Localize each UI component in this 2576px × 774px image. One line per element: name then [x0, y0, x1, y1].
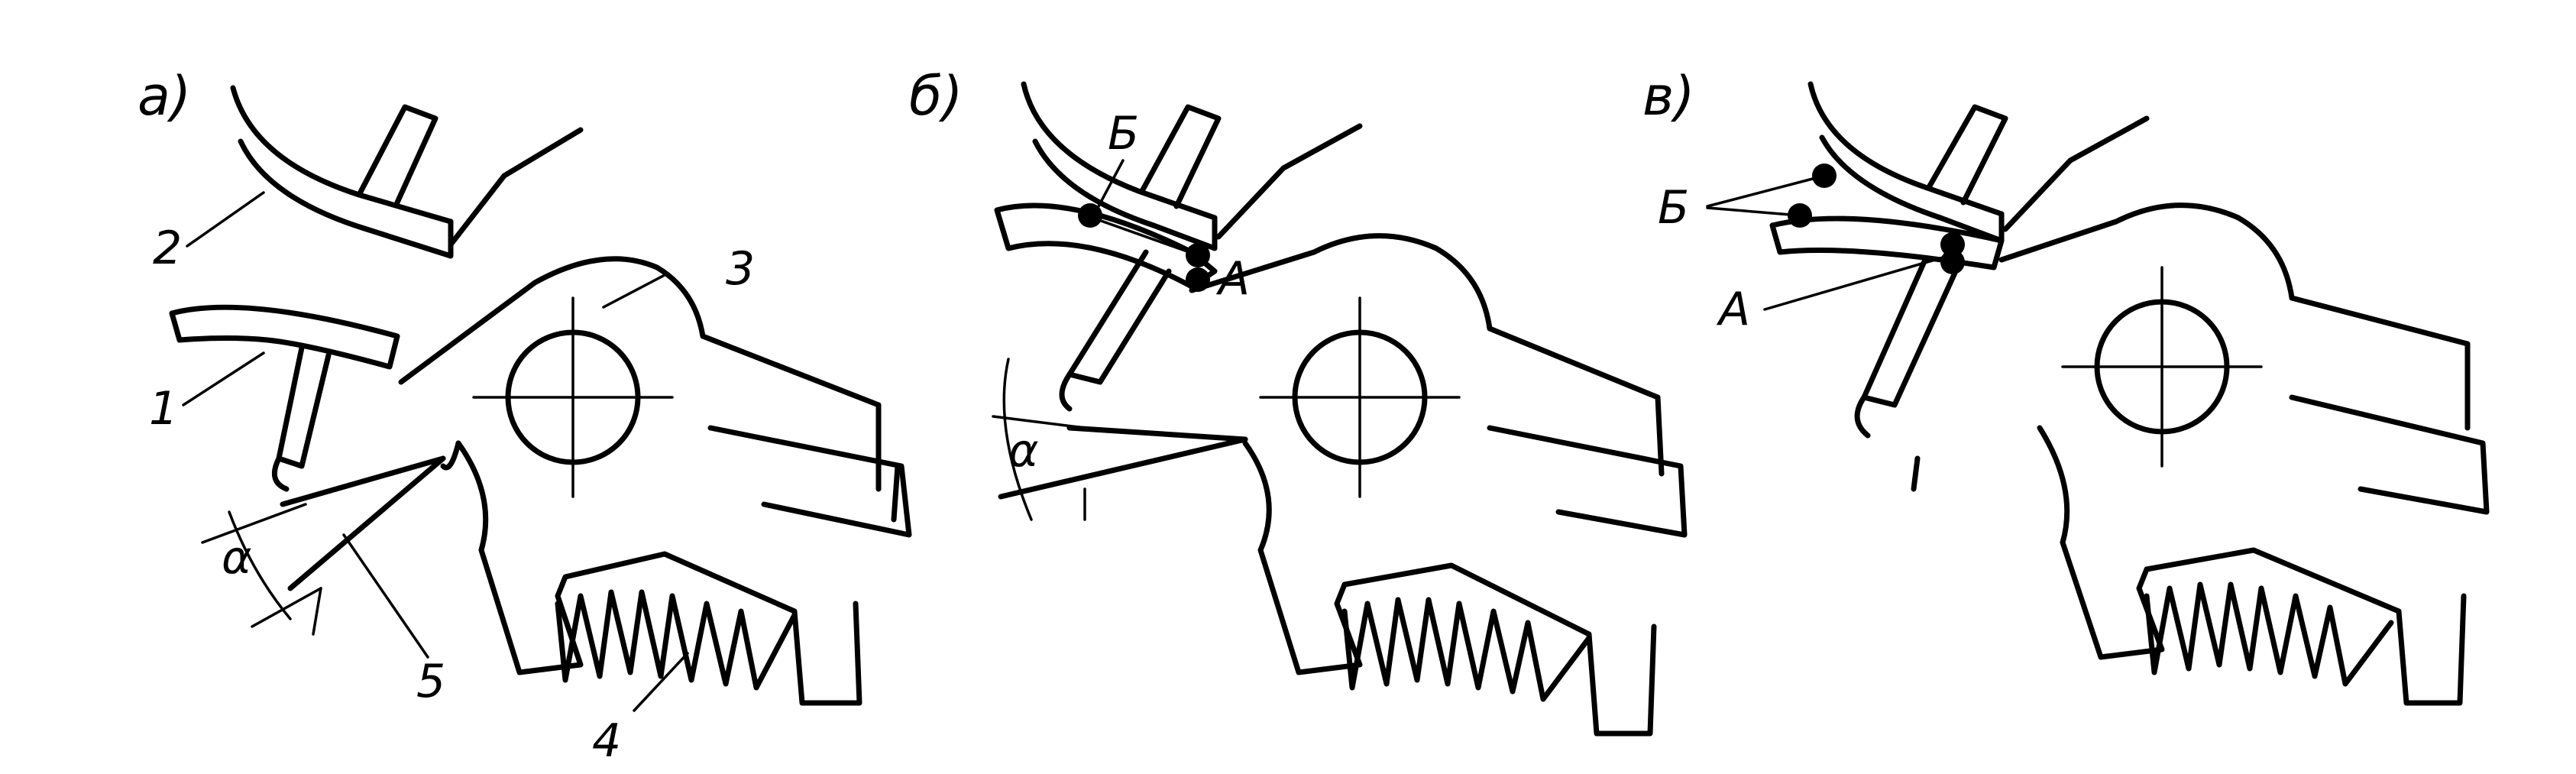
leader-b-b: [1091, 159, 1125, 219]
spring-b: [1341, 597, 1592, 702]
leader-3: [602, 274, 666, 309]
leader-2: [186, 191, 265, 248]
label-1: 1: [149, 382, 178, 436]
panel-v: в): [1642, 65, 2490, 706]
label-3: 3: [726, 242, 755, 296]
label-alpha-b: α: [1008, 424, 1039, 478]
leader-5: [342, 533, 429, 659]
label-a-v: А: [1716, 283, 1750, 336]
lever-3: [398, 256, 912, 706]
lower-contact-v: [1769, 215, 2005, 439]
label-alpha-a: α: [222, 531, 252, 585]
upper-contact-b: [1021, 81, 1363, 251]
spring-v: [2144, 581, 2394, 687]
lever-b: [1189, 233, 1688, 737]
spring-4: [555, 589, 798, 691]
leader-1: [182, 351, 265, 406]
leader-4: [633, 652, 689, 712]
contact-line-b: [1091, 216, 1199, 257]
leader-b-v-2: [1706, 206, 1801, 217]
panel-a-heading: а): [138, 65, 191, 128]
panel-b: б): [909, 65, 1688, 737]
contact-1: [169, 304, 400, 492]
label-4: 4: [592, 714, 621, 768]
point-a-v-lower: [1940, 250, 1965, 274]
leader-b-v-1: [1706, 174, 1826, 208]
label-5: 5: [416, 655, 445, 708]
lever-v: [1911, 202, 2490, 706]
point-a-b-lower: [1186, 267, 1210, 292]
label-2: 2: [153, 222, 182, 275]
panel-b-heading: б): [909, 65, 963, 128]
leader-a-v: [1763, 254, 1950, 311]
panel-v-heading: в): [1642, 65, 1695, 128]
label-a-b: А: [1215, 252, 1250, 306]
panel-a: а): [138, 65, 912, 768]
upper-contact-v: [1807, 81, 2150, 244]
angle-alpha-b: [992, 358, 1248, 521]
angle-alpha-a: [201, 455, 446, 636]
label-b-b: Б: [1108, 107, 1139, 160]
point-a-v: [1940, 232, 1965, 257]
label-b-v: Б: [1658, 181, 1689, 235]
contact-2: [230, 85, 584, 259]
